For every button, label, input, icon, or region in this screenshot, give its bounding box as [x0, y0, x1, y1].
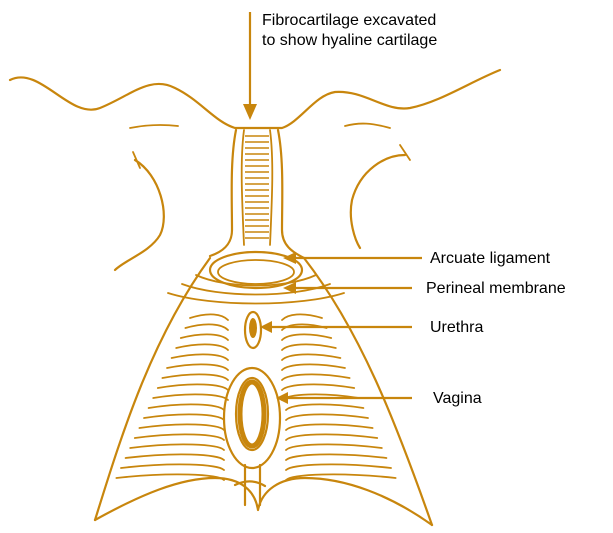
membrane-fibre [126, 454, 224, 460]
pointer-arrows [243, 12, 422, 404]
membrane-fibre [167, 364, 228, 370]
membrane-fibre [139, 424, 224, 430]
right-bone-contour [345, 124, 390, 128]
right-ramus-tick [400, 145, 410, 160]
membrane-fibre [162, 374, 228, 380]
membrane-fibre [130, 444, 224, 450]
membrane-fibre [286, 444, 382, 450]
urethra-lumen [249, 318, 257, 338]
perineal-body-line [235, 465, 265, 505]
membrane-fibre [286, 414, 368, 420]
membrane-fibre [282, 364, 345, 370]
label-vagina: Vagina [433, 390, 482, 407]
membrane-fibre [121, 464, 224, 470]
membrane-fibre [282, 354, 340, 360]
label-fibrocartilage-line2: to show hyaline cartilage [262, 32, 437, 49]
label-fibrocartilage-line1: Fibrocartilage excavated [262, 12, 436, 29]
vagina-lumen [240, 382, 264, 446]
membrane-fibre [286, 404, 363, 410]
membrane-fibre [282, 374, 350, 380]
hyaline-cartilage-stripes [245, 136, 269, 238]
membrane-fibre [282, 314, 322, 320]
membrane-fibre [185, 324, 228, 330]
membrane-fibre [149, 404, 224, 410]
label-urethra: Urethra [430, 319, 483, 336]
membrane-fibre [286, 434, 377, 440]
right-pubic-ramus [351, 155, 405, 248]
membrane-fibre [282, 384, 354, 390]
membrane-fibre [144, 414, 224, 420]
membrane-fibre [158, 384, 228, 390]
membrane-fibre [286, 454, 386, 460]
membrane-fibre [153, 394, 228, 400]
membrane-fibre [282, 344, 336, 350]
membrane-fibre [176, 344, 228, 350]
membrane-fibre [190, 314, 228, 320]
membrane-fibre [286, 464, 391, 470]
membrane-fibre [172, 354, 228, 360]
left-bone-contour [130, 125, 178, 128]
pubic-symphysis [210, 130, 304, 258]
membrane-fibre [135, 434, 224, 440]
membrane-fibre [286, 424, 373, 430]
pubic-bone-outline [10, 70, 500, 128]
membrane-fibre [282, 334, 331, 340]
label-arcuate-ligament: Arcuate ligament [430, 250, 551, 267]
left-pubic-ramus [115, 160, 164, 270]
membrane-fibre [181, 334, 228, 340]
arcuate-ligament-inner [218, 260, 294, 284]
label-perineal-membrane: Perineal membrane [426, 280, 566, 297]
